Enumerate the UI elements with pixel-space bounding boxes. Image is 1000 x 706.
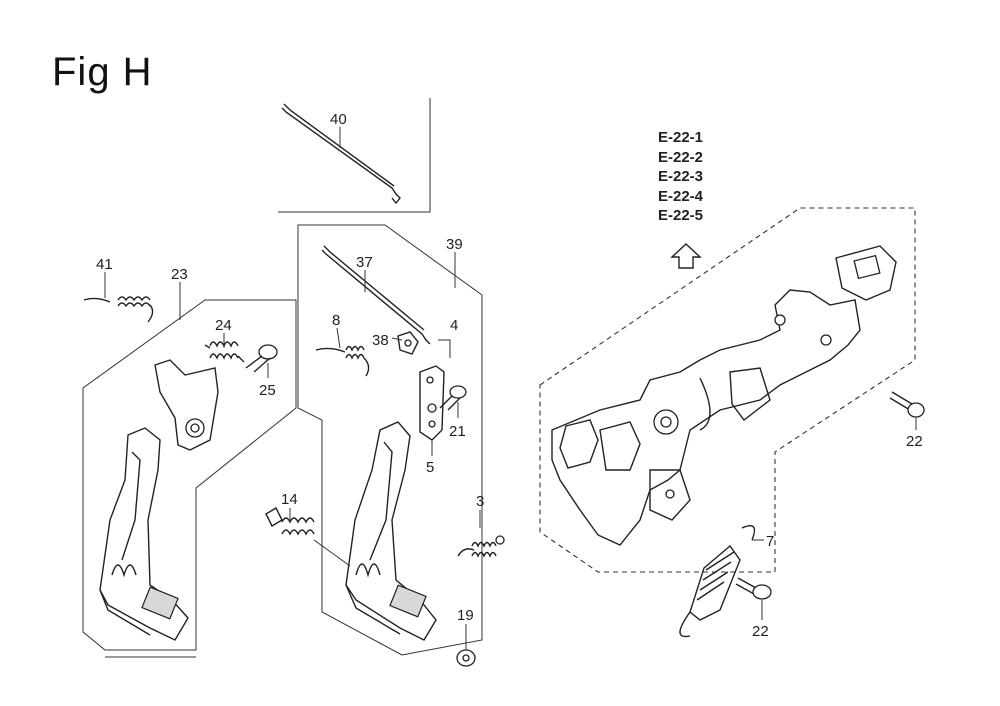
callout-37[interactable]: 37: [356, 254, 373, 271]
callout-41[interactable]: 41: [96, 256, 113, 273]
part-40-rod[interactable]: [281, 103, 401, 205]
callout-21[interactable]: 21: [449, 423, 466, 440]
callout-22-lower[interactable]: 22: [752, 623, 769, 640]
reference-page-list: E-22-1 E-22-2 E-22-3 E-22-4 E-22-5: [658, 128, 722, 226]
callout-22-upper[interactable]: 22: [906, 433, 923, 450]
part-38-clip[interactable]: [397, 331, 419, 355]
part-23-lever[interactable]: [99, 359, 219, 641]
part-3-spring[interactable]: [457, 535, 505, 558]
callout-8[interactable]: 8: [332, 312, 340, 329]
callout-40[interactable]: 40: [330, 111, 347, 128]
callout-3[interactable]: 3: [476, 493, 484, 510]
part-22-bolt-upper[interactable]: [889, 391, 925, 418]
part-4-plate[interactable]: [419, 365, 445, 441]
frame-boxes: [82, 98, 916, 658]
part-14-spring[interactable]: [265, 507, 351, 567]
box-23: [82, 299, 297, 651]
box-40: [278, 98, 431, 213]
part-39-lever[interactable]: [345, 421, 437, 641]
callout-19[interactable]: 19: [457, 607, 474, 624]
ref-page-e-22-4[interactable]: E-22-4: [658, 187, 704, 205]
up-arrow-icon[interactable]: [670, 243, 702, 269]
callout-14[interactable]: 14: [281, 491, 298, 508]
callout-39[interactable]: 39: [446, 236, 463, 253]
part-22-bolt-lower[interactable]: [735, 577, 772, 600]
box-assembly-dashed: [539, 207, 916, 573]
part-7-spring[interactable]: [679, 525, 756, 638]
callout-4[interactable]: 4: [450, 317, 458, 334]
part-19-nut[interactable]: [456, 649, 476, 667]
governor-control-assembly[interactable]: [551, 245, 897, 546]
ref-page-e-22-2[interactable]: E-22-2: [658, 148, 704, 166]
part-21-bolt[interactable]: [439, 385, 467, 411]
callout-25[interactable]: 25: [259, 382, 276, 399]
callout-23[interactable]: 23: [171, 266, 188, 283]
figure-title: Fig H: [52, 50, 153, 94]
part-41-spring[interactable]: [83, 296, 154, 323]
ref-page-e-22-5[interactable]: E-22-5: [658, 207, 704, 224]
part-37-rod[interactable]: [321, 245, 431, 345]
ref-page-e-22-3[interactable]: E-22-3: [658, 168, 704, 185]
part-8-spring[interactable]: [315, 345, 370, 377]
callout-5[interactable]: 5: [426, 459, 434, 476]
callout-labels: 40 39 37 41 23 24 25 8 38 4 21 5 14 3 19…: [96, 111, 923, 640]
callout-38[interactable]: 38: [372, 332, 389, 349]
box-39: [297, 224, 483, 656]
part-25-bolt[interactable]: [245, 344, 278, 373]
ref-page-e-22-1[interactable]: E-22-1: [658, 129, 704, 146]
callout-24[interactable]: 24: [215, 317, 232, 334]
callout-7[interactable]: 7: [766, 533, 774, 550]
leader-lines: [104, 127, 917, 650]
